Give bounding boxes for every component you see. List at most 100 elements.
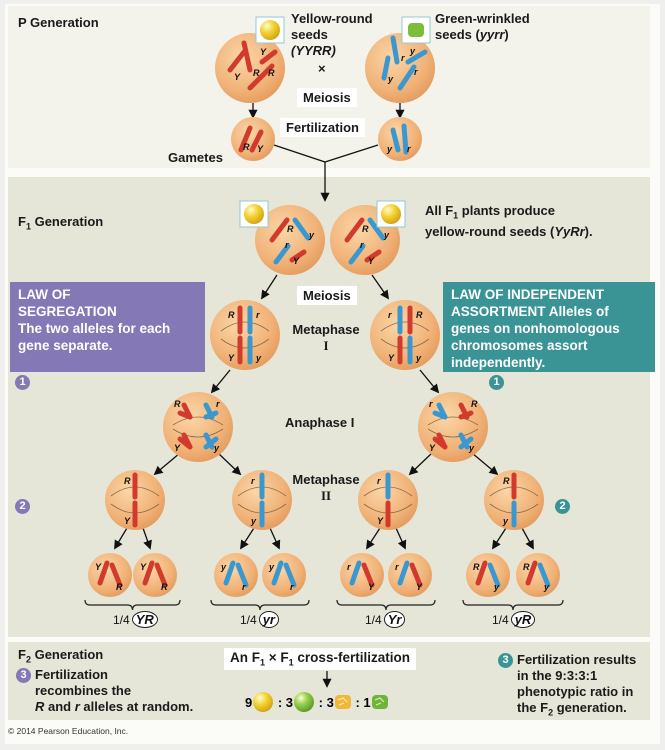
allele-label: y — [308, 230, 315, 240]
allele-label: Y — [368, 582, 375, 592]
chromosome — [475, 560, 488, 586]
allele-label: R — [228, 310, 235, 320]
allele-label: R — [503, 476, 510, 486]
f1-gamete-cell — [340, 553, 384, 597]
arrow — [217, 452, 242, 476]
allele-label: Y — [234, 72, 241, 82]
chromosome — [259, 49, 278, 65]
allele-label: Y — [257, 144, 264, 154]
allele-label: r — [256, 310, 260, 320]
allele-label: Y — [95, 562, 102, 572]
metaphase2-cell-2 — [232, 470, 292, 530]
chromosome — [487, 562, 501, 588]
chromosome — [397, 560, 410, 586]
f2-right-text: Fertilization results in the 9:3:3:1 phe… — [517, 652, 637, 718]
chromosome — [247, 63, 275, 91]
spindle — [220, 338, 270, 349]
allele-label: y — [268, 562, 275, 572]
chromosome — [367, 217, 386, 241]
copyright: © 2014 Pearson Education, Inc. — [8, 726, 129, 736]
anaphase1-cell-left — [163, 392, 233, 462]
chromosome — [241, 40, 253, 73]
chromosome — [458, 410, 474, 420]
f2-generation-title: F2 Generation — [18, 647, 104, 665]
arrow — [142, 527, 152, 550]
chromosome — [344, 217, 365, 243]
allele-label: r — [347, 562, 351, 572]
arrow — [492, 527, 507, 550]
connector-line — [273, 144, 326, 163]
law-seg-text: The two alleles for each gene separate. — [18, 321, 171, 353]
f1-gamete-cell — [466, 553, 510, 597]
chromosome — [364, 249, 382, 263]
spindle — [380, 321, 430, 332]
p-generation-title: P Generation — [18, 15, 99, 30]
yellow-round-seed-icon — [260, 20, 280, 40]
chromosome — [142, 560, 155, 586]
chromosome — [269, 217, 290, 243]
allele-label: y — [409, 46, 416, 56]
gametes-label: Gametes — [168, 150, 223, 165]
allele-label: Y — [368, 256, 375, 266]
allele-label: y — [543, 582, 550, 592]
green-round-seed-icon — [294, 692, 315, 712]
allele-label: r — [216, 399, 220, 409]
connector-line — [324, 144, 379, 163]
arrow — [153, 452, 181, 476]
allele-label: r — [290, 582, 294, 592]
allele-label: r — [377, 476, 381, 486]
law-of-segregation-box: LAW OF SEGREGATION The two alleles for e… — [10, 282, 205, 372]
gamete-brace — [336, 599, 436, 611]
ratio-count-green-round: 3 — [285, 694, 294, 710]
allele-label: Y — [388, 353, 395, 363]
ratio-count-yellow-round: 9 — [245, 694, 253, 710]
arrow — [269, 527, 281, 550]
chromosome — [177, 436, 193, 450]
f1-gamete-cell — [88, 553, 132, 597]
metaphase2-cell-4 — [484, 470, 544, 530]
allele-label: r — [242, 582, 246, 592]
chromosome — [109, 562, 123, 588]
allele-label: y — [387, 74, 394, 84]
allele-label: Y — [377, 516, 384, 526]
allele-label: Y — [429, 443, 436, 453]
gamete-brace — [210, 599, 310, 611]
allele-label: y — [502, 516, 509, 526]
parent1-label-line2: seeds — [291, 27, 328, 42]
chromosome — [235, 562, 249, 588]
spindle — [427, 428, 479, 438]
allele-label: Y — [124, 516, 131, 526]
f1-gamete-cell — [133, 553, 177, 597]
chromosome — [238, 125, 253, 153]
allele-label: R — [243, 142, 250, 152]
f1-gamete-cell — [214, 553, 258, 597]
allele-label: r — [388, 310, 392, 320]
gamete2-cell — [378, 117, 422, 161]
arrow — [371, 274, 390, 300]
arrow — [419, 369, 440, 394]
chromosome — [409, 562, 423, 588]
law-of-independent-assortment-box: LAW OF INDEPENDENT ASSORTMENT Alleles of… — [443, 282, 655, 372]
green-wrinkled-seed-icon — [408, 23, 424, 37]
chromosome — [405, 49, 428, 65]
f1-gamete-cell — [516, 553, 560, 597]
anaphase1-label: Anaphase I — [285, 415, 355, 430]
yellow-round-seed-icon — [253, 692, 274, 712]
fertilization-label: Fertilization — [280, 118, 365, 137]
allele-label: R — [287, 224, 294, 234]
spindle — [380, 338, 430, 349]
f2-left-text: Fertilization recombines the R and r all… — [35, 667, 194, 714]
allele-label: R — [268, 68, 275, 78]
allele-label: r — [429, 399, 433, 409]
f1-gamete-cell — [388, 553, 432, 597]
gamete-brace — [462, 599, 564, 611]
allele-label: r — [251, 476, 255, 486]
ratio-count-yellow-wrinkled: 3 — [326, 694, 334, 710]
metaphase1-label: Metaphase I — [292, 322, 360, 353]
chromosome — [432, 410, 448, 420]
chromosome — [273, 243, 291, 265]
step-2-assortment: 2 — [555, 499, 570, 514]
allele-label: r — [407, 144, 411, 154]
metaphase1-cell-right — [370, 300, 440, 370]
